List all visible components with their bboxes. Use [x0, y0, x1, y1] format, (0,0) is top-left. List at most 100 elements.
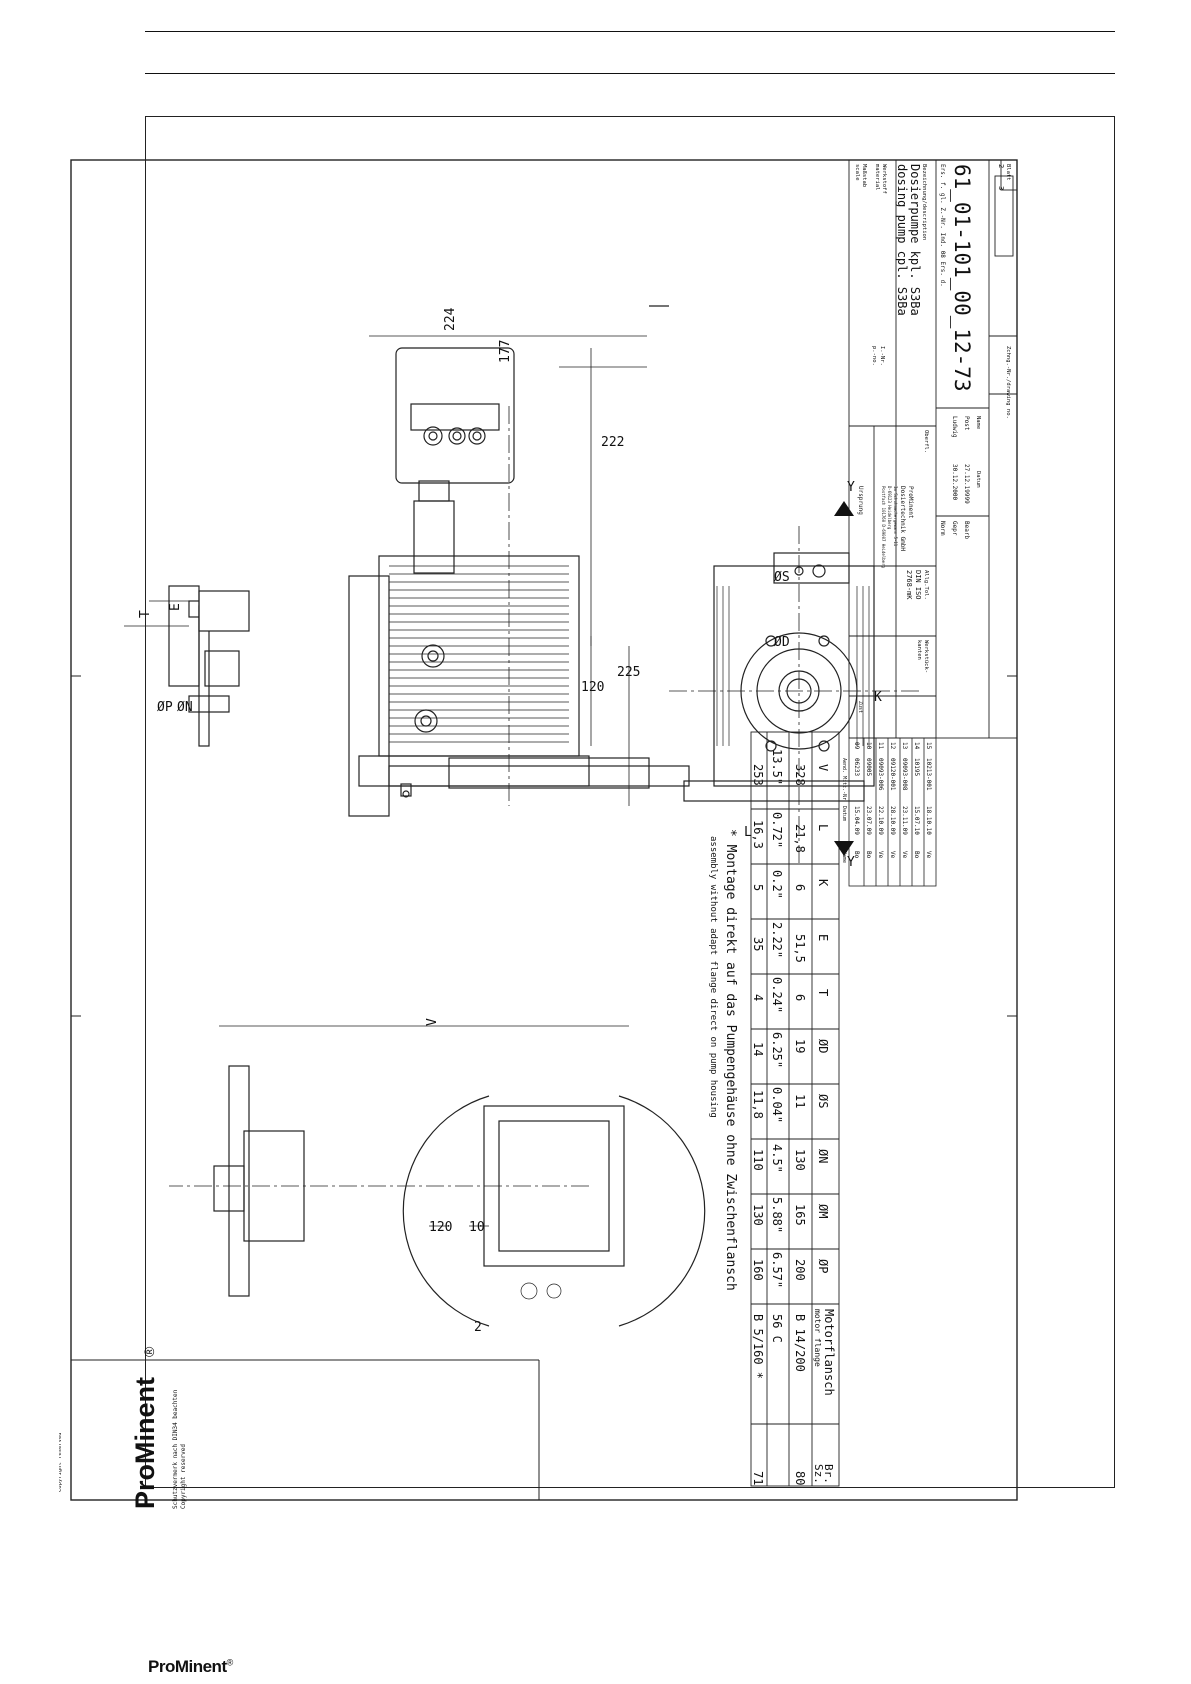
front-view-dims: 224 177 222 225 120 ØP ØN E T	[124, 307, 647, 806]
svg-text:Blatt: Blatt	[1005, 164, 1011, 181]
svg-text:328: 328	[793, 764, 807, 786]
svg-text:assembly without adapt flange: assembly without adapt flange direct on …	[708, 836, 718, 1118]
svg-text:0.72": 0.72"	[770, 812, 784, 848]
description-en: dosing pump cpl. S3Ba	[895, 164, 909, 316]
dimension-table: Br. Sz. Motorflansch motor flange ØP ØM …	[750, 731, 840, 1487]
svg-text:ØM: ØM	[816, 1204, 830, 1218]
svg-text:ØD: ØD	[774, 635, 790, 650]
svg-text:6: 6	[793, 994, 807, 1001]
svg-text:30.12.2000: 30.12.2000	[951, 464, 958, 501]
svg-text:09120-001: 09120-001	[889, 758, 896, 791]
svg-text:Bo: Bo	[865, 851, 872, 859]
svg-text:110: 110	[751, 1149, 765, 1171]
svg-text:51,5: 51,5	[793, 934, 807, 963]
prominent-logo: ProMinent	[130, 1377, 160, 1509]
svg-text:L: L	[744, 825, 752, 840]
svg-text:E: E	[816, 934, 830, 941]
header-rule-top	[145, 31, 1115, 32]
svg-text:177: 177	[498, 340, 513, 363]
svg-text:253: 253	[751, 764, 765, 786]
svg-text:ØD: ØD	[816, 1039, 830, 1053]
plan-view	[169, 1065, 706, 1327]
svg-text:kanten: kanten	[916, 640, 922, 660]
cable-gland-icon	[468, 427, 486, 445]
svg-text:120: 120	[581, 680, 604, 695]
svg-text:Sz.: Sz.	[812, 1464, 825, 1484]
svg-text:Bezeichnung/description: Bezeichnung/description	[921, 164, 927, 240]
svg-text:222: 222	[601, 435, 624, 450]
svg-text:10195: 10195	[913, 758, 920, 776]
svg-text:Gepr: Gepr	[951, 521, 958, 536]
svg-text:V: V	[816, 764, 830, 771]
svg-text:200: 200	[793, 1259, 807, 1281]
svg-text:Copyright reserved: Copyright reserved	[59, 1432, 63, 1492]
svg-text:®: ®	[141, 1346, 157, 1357]
svg-text:Postfach 101760 D-69007 Heide: Postfach 101760 D-69007 Heidelberg	[881, 486, 886, 568]
side-view-dims: Y Y ØS ØD K L	[744, 480, 882, 870]
svg-text:35: 35	[751, 937, 765, 951]
svg-text:Schutzvermerk nach DIN34 beach: Schutzvermerk nach DIN34 beachten	[172, 1389, 179, 1509]
svg-text:Ers. f. gl. Z.-Nr. Ind. 08 E: Ers. f. gl. Z.-Nr. Ind. 08 Ers. d.	[939, 164, 946, 287]
svg-text:B 5/160 *: B 5/160 *	[751, 1314, 765, 1379]
svg-text:Werkstoff: Werkstoff	[881, 164, 887, 194]
svg-text:18.10.10: 18.10.10	[925, 806, 932, 835]
svg-text:28.10.09: 28.10.09	[889, 806, 896, 835]
svg-text:D-69123 Heidelberg: D-69123 Heidelberg	[887, 486, 892, 530]
svg-text:15.07.10: 15.07.10	[913, 806, 920, 835]
svg-text:Norm: Norm	[939, 521, 946, 536]
svg-text:Ve: Ve	[877, 851, 884, 859]
svg-text:10: 10	[865, 742, 872, 750]
svg-text:165: 165	[793, 1204, 807, 1226]
svg-text:Allg.Tol.: Allg.Tol.	[923, 570, 929, 600]
svg-text:material: material	[874, 164, 880, 191]
svg-text:19: 19	[793, 1039, 807, 1053]
svg-text:224: 224	[443, 307, 458, 331]
svg-text:Bo: Bo	[853, 851, 860, 859]
svg-text:Copyright reserved: Copyright reserved	[180, 1444, 187, 1509]
svg-text:Dosiertechnik GmbH: Dosiertechnik GmbH	[899, 486, 906, 551]
brand-block: Copyright reserved ProMinent ® Schutzver…	[59, 1346, 540, 1509]
svg-text:71: 71	[751, 1471, 765, 1485]
drawing-sheet: Blatt 2 3 Zchng.-Nr./drawing no. 61_01-1…	[59, 146, 1029, 1518]
svg-text:06233: 06233	[853, 758, 860, 776]
svg-text:23.11.09: 23.11.09	[901, 806, 908, 835]
svg-text:B 14/200: B 14/200	[793, 1314, 807, 1372]
svg-text:27.12.19999: 27.12.19999	[963, 464, 970, 504]
svg-text:80: 80	[793, 1471, 807, 1485]
svg-text:12: 12	[889, 742, 896, 750]
svg-text:Ve: Ve	[901, 851, 908, 859]
bolt-hole-icon	[818, 635, 830, 647]
svg-text:Ve: Ve	[889, 851, 896, 859]
svg-text:Zust: Zust	[857, 701, 863, 713]
svg-text:ØS: ØS	[774, 570, 790, 585]
assembly-note: * Montage direkt auf das Pumpengehäuse o…	[708, 829, 738, 1291]
svg-text:Post: Post	[963, 416, 970, 431]
svg-text:15.04.09: 15.04.09	[853, 806, 860, 835]
svg-text:DIN ISO: DIN ISO	[914, 570, 922, 600]
svg-text:Name: Name	[841, 851, 847, 863]
svg-text:14: 14	[913, 742, 920, 750]
svg-text:scale: scale	[854, 164, 860, 181]
svg-text:I.-Nr.: I.-Nr.	[879, 346, 885, 366]
svg-text:Aend. Mitt.-Nr: Aend. Mitt.-Nr	[841, 758, 847, 800]
svg-text:T: T	[816, 989, 830, 996]
svg-text:225: 225	[617, 665, 640, 680]
svg-text:09093-006: 09093-006	[877, 758, 884, 791]
svg-text:L: L	[816, 824, 830, 831]
title-block	[848, 159, 1018, 739]
svg-text:K: K	[816, 879, 830, 887]
svg-text:Zchng.-Nr./drawing no.: Zchng.-Nr./drawing no.	[1005, 346, 1011, 419]
svg-text:T: T	[138, 610, 153, 618]
svg-text:10213-001: 10213-001	[925, 758, 932, 791]
drawing-number: 61_01-101_00_12-73	[950, 164, 974, 392]
svg-text:23.07.09: 23.07.09	[865, 806, 872, 835]
svg-text:2: 2	[997, 164, 1005, 168]
svg-text:Y: Y	[847, 855, 855, 870]
svg-text:E: E	[168, 603, 183, 611]
svg-text:K: K	[874, 690, 882, 705]
svg-text:10: 10	[469, 1220, 485, 1235]
svg-text:Ve: Ve	[925, 851, 932, 859]
svg-text:2768-mK: 2768-mK	[905, 570, 913, 600]
svg-text:21,8: 21,8	[793, 824, 807, 853]
svg-text:ProMinent: ProMinent	[907, 486, 914, 519]
